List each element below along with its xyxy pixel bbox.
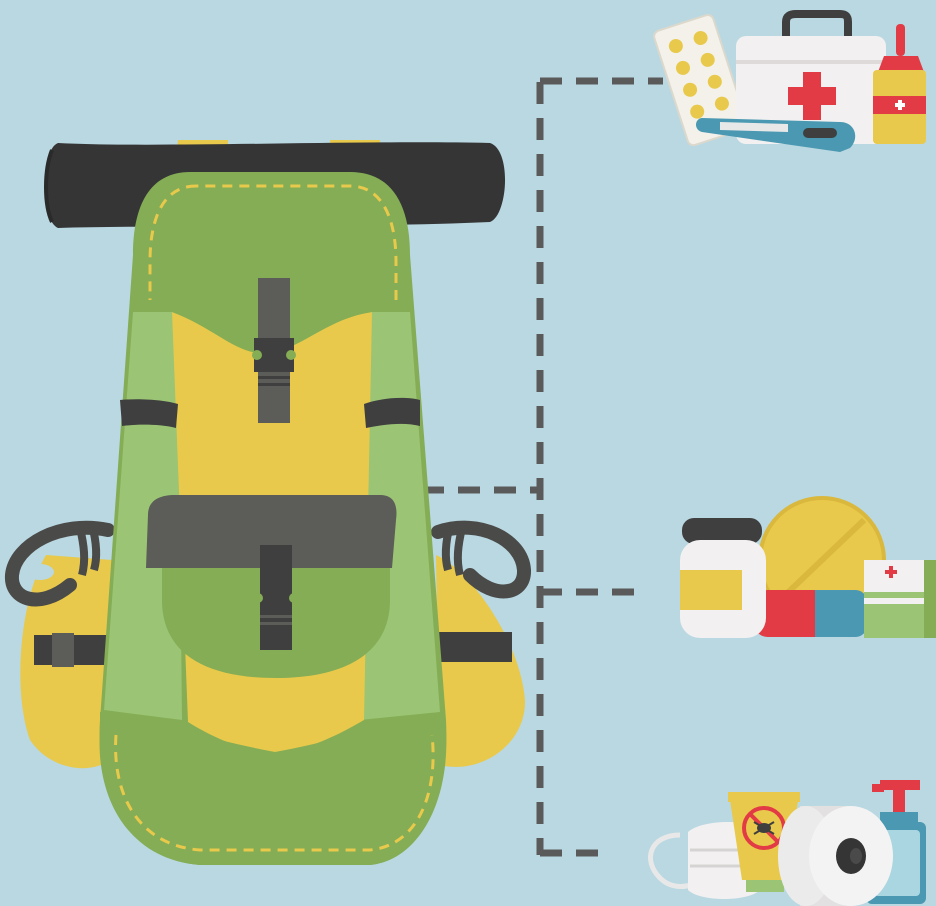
capsule-icon — [752, 590, 870, 637]
backpack-icon — [12, 140, 525, 865]
toilet-paper-icon — [778, 806, 893, 906]
right-side-pocket — [436, 525, 525, 767]
hygiene-group-icon — [650, 780, 926, 906]
strap-left — [120, 399, 178, 428]
pocket-buckle — [260, 545, 292, 650]
top-buckle — [252, 278, 296, 423]
bandage-box-icon — [864, 560, 936, 638]
first-aid-group-icon — [653, 13, 926, 152]
front-pocket — [146, 495, 396, 678]
medicine-group-icon — [680, 498, 936, 638]
pill-jar-icon — [680, 518, 766, 638]
left-side-pocket — [12, 525, 112, 768]
strap-right — [364, 398, 420, 428]
